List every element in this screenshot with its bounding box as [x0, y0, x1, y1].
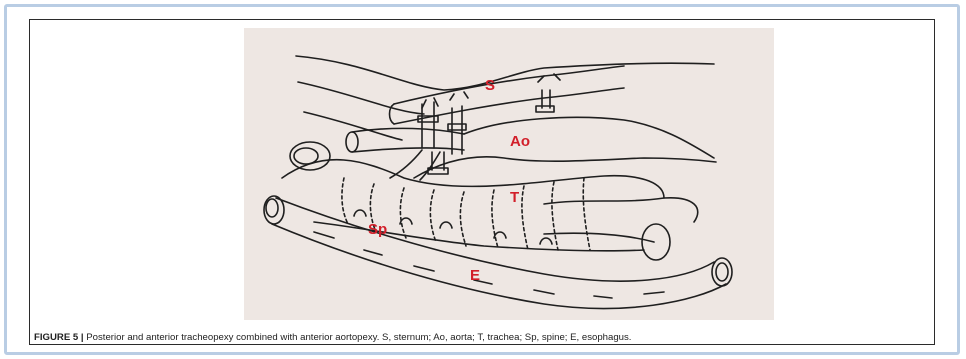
label-esophagus: E	[470, 267, 480, 284]
label-sternum: S	[485, 77, 495, 94]
label-aorta: Ao	[510, 133, 530, 150]
paper-background	[244, 28, 774, 320]
figure-frame: S Ao T Sp E FIGURE 5 | Posterior and ant…	[4, 4, 960, 355]
caption-text: Posterior and anterior tracheopexy combi…	[84, 332, 632, 343]
figure-panel: S Ao T Sp E FIGURE 5 | Posterior and ant…	[29, 19, 935, 345]
figure-caption: FIGURE 5 | Posterior and anterior trache…	[34, 332, 914, 343]
label-trachea: T	[510, 189, 519, 206]
label-spine: Sp	[368, 221, 387, 238]
caption-label: FIGURE 5 |	[34, 332, 84, 343]
tracheopexy-drawing: S Ao T Sp E	[244, 28, 774, 320]
